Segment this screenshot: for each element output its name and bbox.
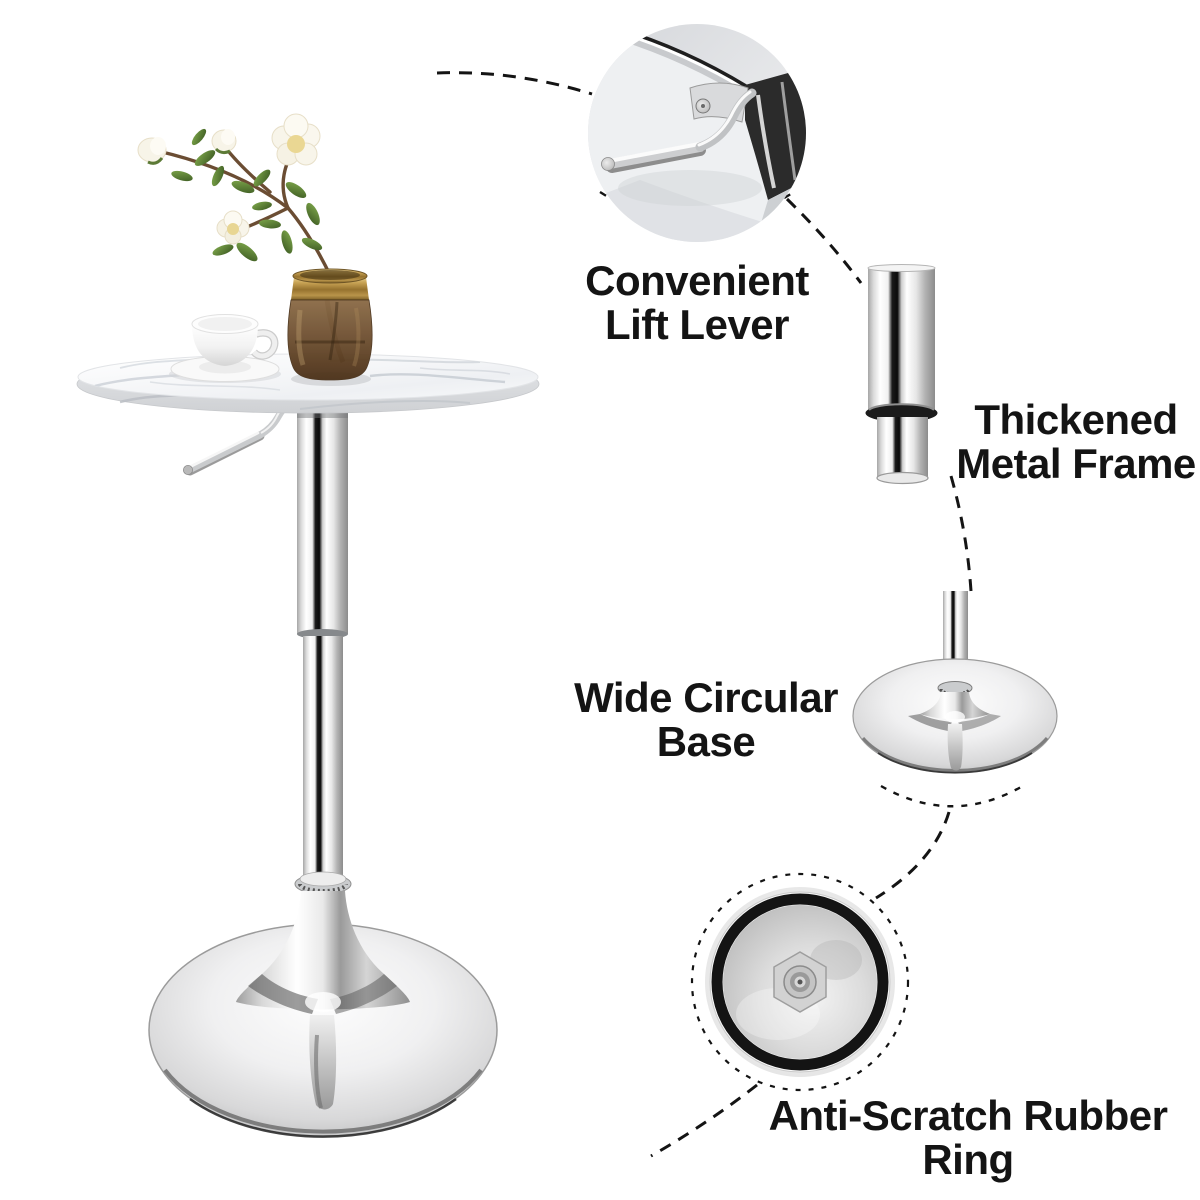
label-circular-base-line1: Wide Circular [574,674,838,721]
label-lift-lever: Convenient Lift Lever [585,259,809,347]
glass-vase [287,268,373,381]
table-column [294,405,352,895]
label-lift-lever-line2: Lift Lever [604,301,790,348]
table-base [148,891,498,1138]
flower-lower [216,210,250,245]
flower-large [271,113,321,166]
label-rubber-ring-line1: Anti-Scratch Rubber [768,1092,1168,1139]
callout-base-photo [852,591,1058,774]
camellia-flowers [137,113,321,245]
label-metal-frame-line1: Thickened [974,396,1178,443]
leaves [171,128,323,262]
connector-table-to-lever [436,71,593,96]
coffee-cup [170,314,280,382]
label-metal-frame: Thickened Metal Frame [956,398,1196,486]
label-metal-frame-line2: Metal Frame [956,440,1196,487]
connector-ring-tail [650,1083,758,1158]
label-rubber-ring-line2: Ring [922,1136,1014,1183]
connector-lines [436,71,1022,1158]
connector-base-to-ring [875,811,951,900]
flower-bud-left [137,137,167,165]
marble-veins [94,355,511,391]
lift-lever [182,399,293,476]
label-circular-base-line2: Base [656,718,756,765]
bar-table-photo [76,113,540,1138]
label-rubber-ring: Anti-Scratch Rubber Ring [769,1094,1168,1182]
label-lift-lever-line1: Convenient [585,257,809,304]
flower-bud-mid [211,129,237,155]
label-circular-base: Wide Circular Base [574,676,838,764]
base-dashed-arc [880,784,1022,808]
callout-rubber-ring-photo [705,887,895,1077]
branch-stems [156,145,333,279]
ring-dashed-circle [690,872,910,1092]
flower-vase [137,113,373,381]
callout-metal-frame-photo [865,264,938,485]
connector-frame-to-base [949,475,973,592]
callout-lift-lever-photo [588,24,806,242]
